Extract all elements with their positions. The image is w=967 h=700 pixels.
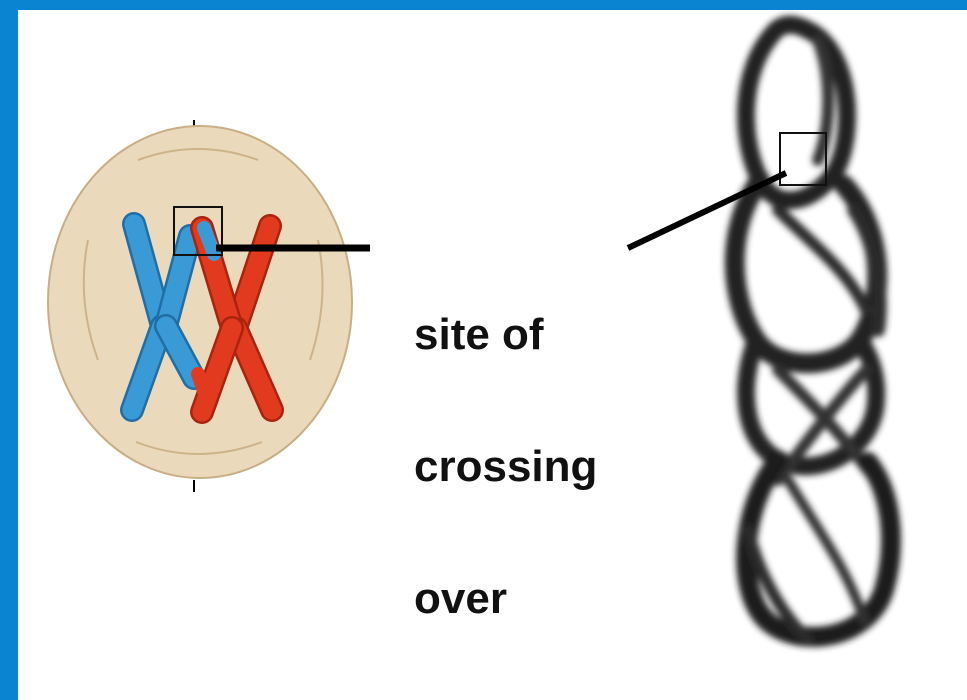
label-line-1: site of: [414, 302, 597, 368]
slide-content: site of crossing over: [18, 10, 967, 700]
label-line-3: over: [414, 566, 597, 632]
chiasma-micrograph: [735, 25, 891, 640]
crossing-over-label: site of crossing over: [414, 236, 597, 698]
pointer-line-right: [628, 173, 786, 248]
cell-illustration: [48, 126, 352, 478]
label-line-2: crossing: [414, 434, 597, 500]
